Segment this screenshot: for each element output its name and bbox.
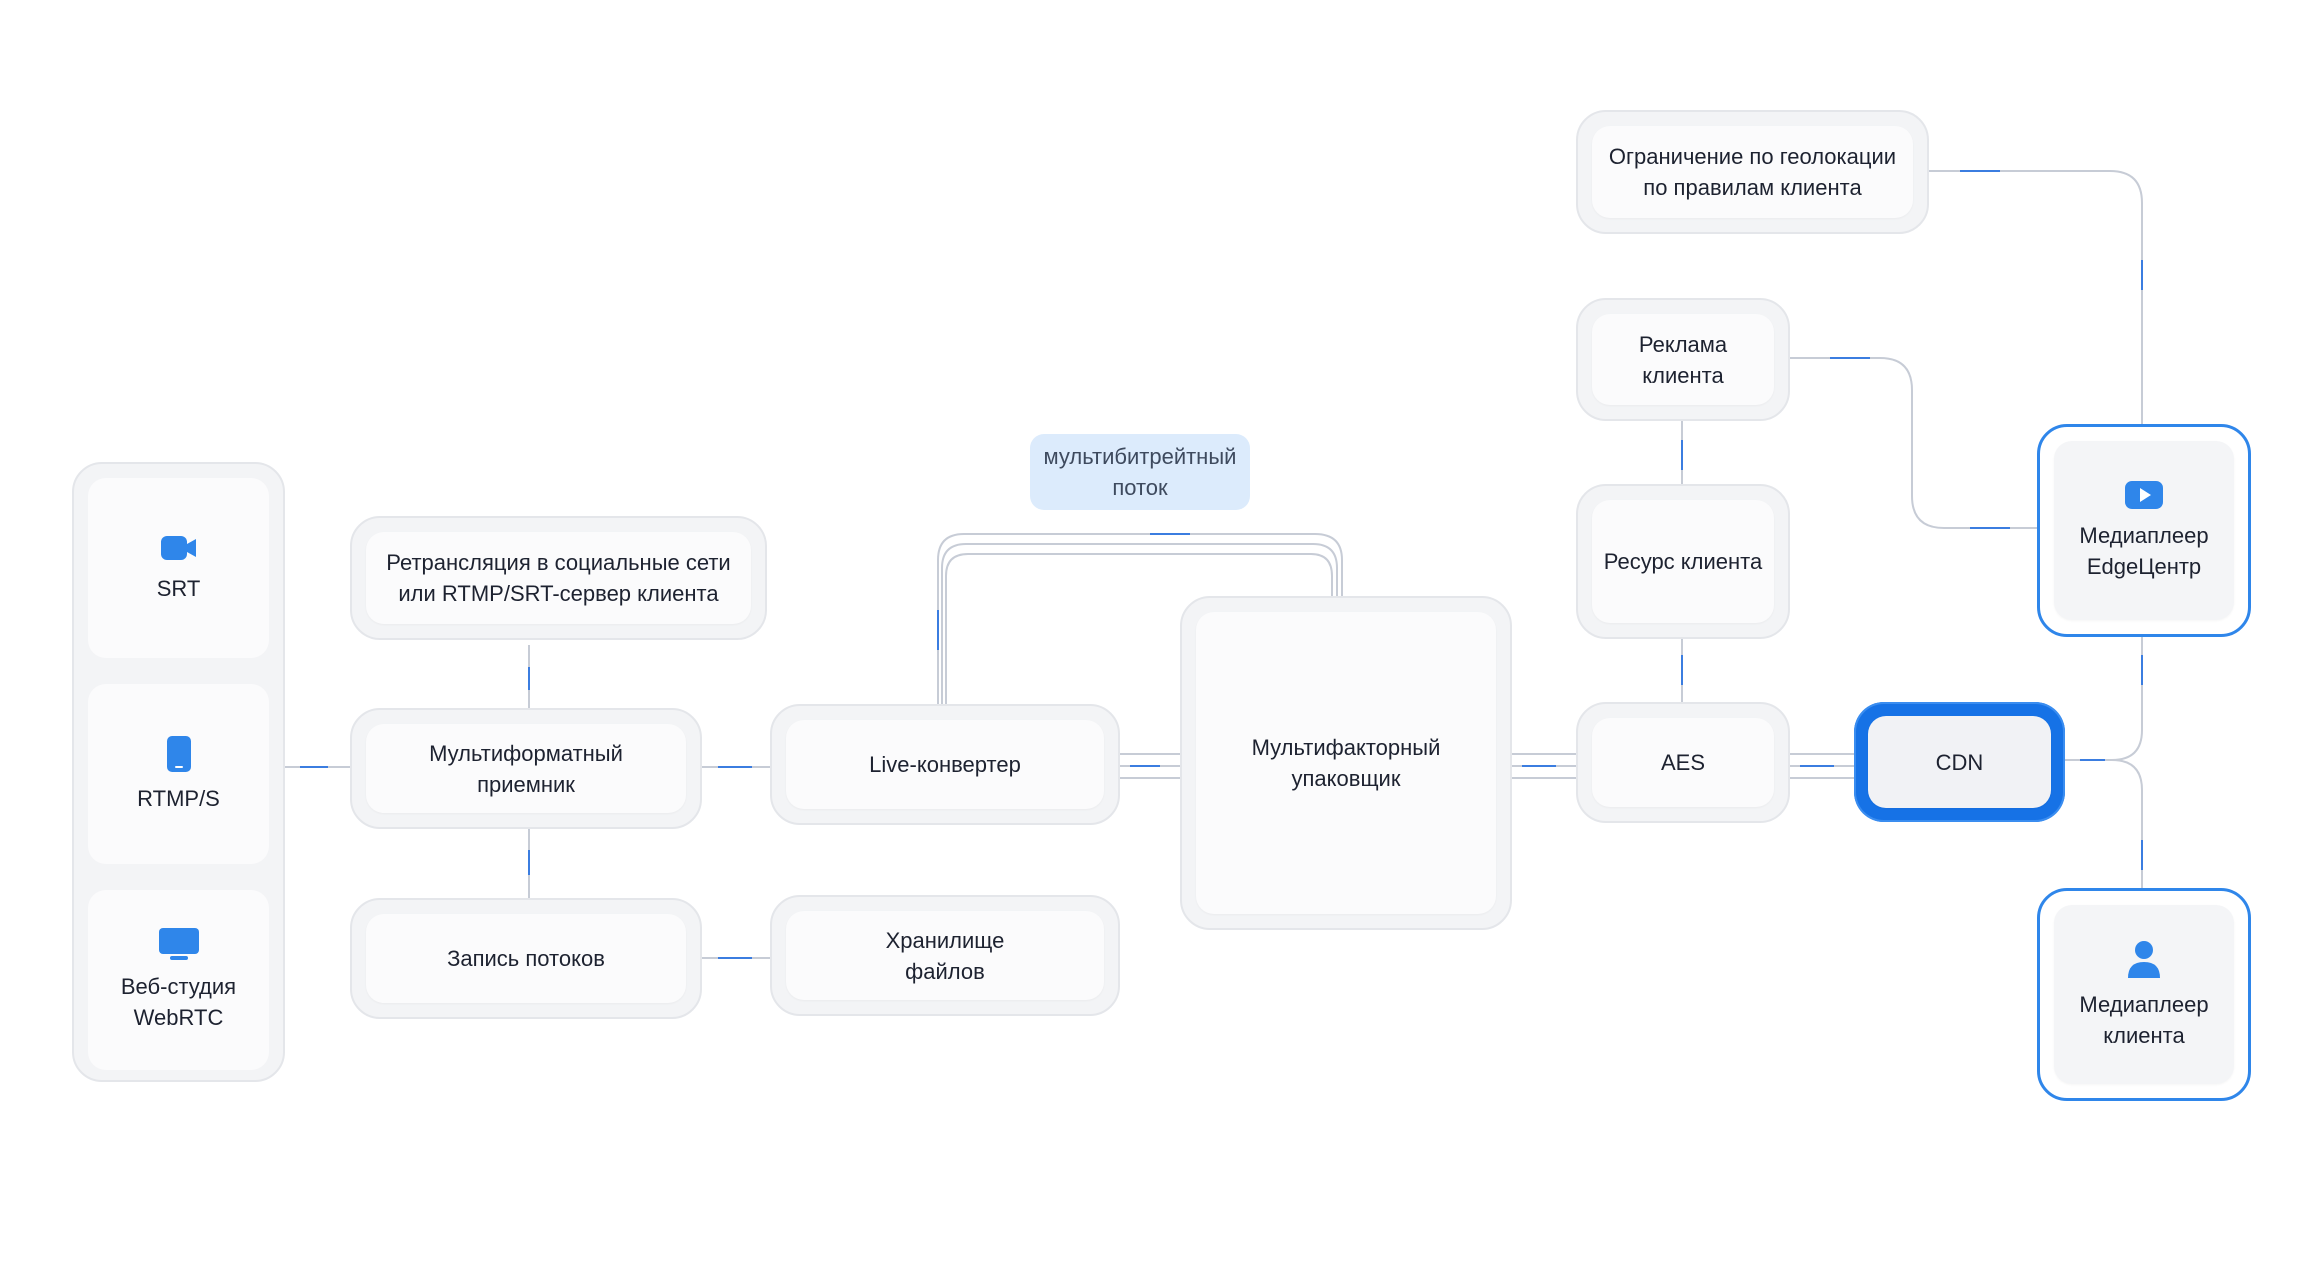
source-webrtc-label-2: WebRTC xyxy=(133,1005,224,1030)
client-ads-label-1: Реклама xyxy=(1638,331,1728,357)
geo-label-2: по правилам клиента xyxy=(1643,175,1862,200)
multibitrate-label-2: поток xyxy=(1112,475,1168,500)
link-ads-edge xyxy=(1788,357,2037,529)
play-icon xyxy=(2125,480,2163,509)
mobile-phone-icon xyxy=(166,735,191,772)
aes-node[interactable]: AES xyxy=(1576,702,1790,823)
aes-label: AES xyxy=(1660,750,1706,775)
live-converter-node[interactable]: Live-конвертер xyxy=(770,704,1120,825)
client-player-label-2: клиента xyxy=(2103,1022,2185,1048)
cdn-label: CDN xyxy=(1935,749,1984,775)
live-converter-label: Live-конвертер xyxy=(869,752,1021,777)
edge-player-node[interactable]: Медиаплеер EdgeЦентр xyxy=(2037,424,2251,637)
packager-node[interactable]: Мультифакторный упаковщик xyxy=(1180,596,1512,930)
relay-node[interactable]: Ретрансляция в социальные сети или RTMP/… xyxy=(350,516,767,640)
client-player-node[interactable]: Медиаплеер клиента xyxy=(2037,888,2251,1101)
relay-label-2: или RTMP/SRT-сервер клиента xyxy=(398,581,719,606)
storage-node[interactable]: Хранилище файлов xyxy=(770,895,1120,1016)
receiver-label-1: Мультиформатный xyxy=(429,740,623,766)
packager-label-1: Мультифакторный xyxy=(1251,735,1441,760)
client-player-label-1: Медиаплеер xyxy=(2079,991,2209,1017)
multibitrate-label-1: мультибитрейтный xyxy=(1043,444,1237,469)
edge-player-label-1: Медиаплеер xyxy=(2079,522,2209,548)
link-cdn-players xyxy=(2065,635,2143,888)
multibitrate-tag: мультибитрейтный поток xyxy=(1030,434,1250,510)
monitor-icon xyxy=(158,928,199,960)
cdn-node[interactable]: CDN xyxy=(1854,702,2065,822)
link-multibitrate-loop xyxy=(937,533,1343,704)
link-geo-edge xyxy=(1926,170,2143,428)
client-ads-node[interactable]: Реклама клиента xyxy=(1576,298,1790,421)
receiver-node[interactable]: Мультиформатный приемник xyxy=(350,708,702,829)
source-rtmp[interactable]: RTMP/S xyxy=(88,684,269,864)
source-webrtc[interactable]: Веб-студия WebRTC xyxy=(88,890,269,1070)
edge-player-label-2: EdgeЦентр xyxy=(2086,553,2202,579)
sources-panel: SRT RTMP/S Веб-студия WebRTC xyxy=(72,462,285,1082)
receiver-label-2: приемник xyxy=(477,771,575,797)
video-camera-icon xyxy=(160,535,196,560)
client-ads-label-2: клиента xyxy=(1642,362,1724,388)
client-resource-node[interactable]: Ресурс клиента xyxy=(1576,484,1790,639)
source-rtmp-label: RTMP/S xyxy=(137,785,220,811)
storage-label-2: файлов xyxy=(905,958,985,984)
geo-restriction-node[interactable]: Ограничение по геолокации по правилам кл… xyxy=(1576,110,1929,234)
recording-label: Запись потоков xyxy=(447,946,605,971)
geo-label-1: Ограничение по геолокации xyxy=(1608,144,1897,169)
source-webrtc-label-1: Веб-студия xyxy=(120,974,237,999)
source-srt[interactable]: SRT xyxy=(88,478,269,658)
recording-node[interactable]: Запись потоков xyxy=(350,898,702,1019)
packager-label-2: упаковщик xyxy=(1291,766,1401,791)
user-icon xyxy=(2128,940,2160,978)
source-srt-label: SRT xyxy=(156,575,201,601)
storage-label-1: Хранилище xyxy=(885,927,1005,953)
relay-label-1: Ретрансляция в социальные сети xyxy=(386,550,731,575)
client-resource-label: Ресурс клиента xyxy=(1603,549,1763,574)
